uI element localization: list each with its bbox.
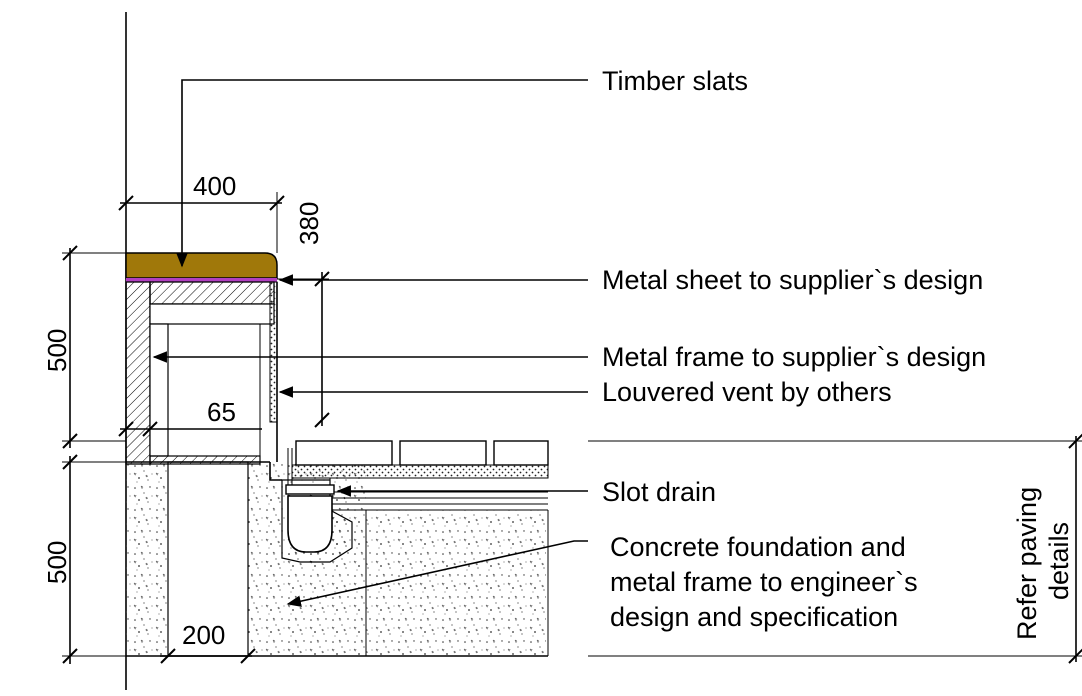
label-concrete-line2: metal frame to engineer`s: [610, 567, 918, 597]
label-concrete-line1: Concrete foundation and: [610, 532, 906, 562]
bench: [125, 252, 278, 465]
label-refer-details: details: [1044, 522, 1074, 600]
leader-lines: [152, 79, 588, 607]
label-timber-slats: Timber slats: [602, 66, 748, 96]
label-concrete-line3: design and specification: [610, 602, 898, 632]
dimension-lines: [62, 192, 1082, 664]
dim-vent-380: 380: [294, 202, 324, 245]
label-louvered-vent: Louvered vent by others: [602, 377, 892, 407]
label-metal-sheet: Metal sheet to supplier`s design: [602, 265, 983, 295]
label-refer-paving: Refer paving: [1012, 487, 1042, 640]
dim-bench-500: 500: [42, 329, 72, 372]
slot-drain: [281, 448, 353, 563]
dim-width-200: 200: [182, 620, 225, 650]
dim-width-400: 400: [193, 171, 236, 201]
dim-foundation-500: 500: [42, 541, 72, 584]
label-metal-frame: Metal frame to supplier`s design: [602, 342, 986, 372]
paving: [291, 440, 549, 511]
timber-slats: [125, 252, 278, 279]
louvered-vent: [269, 281, 278, 423]
metal-sheet-strip: [126, 278, 277, 282]
label-slot-drain: Slot drain: [602, 477, 716, 507]
dim-offset-65: 65: [207, 397, 236, 427]
